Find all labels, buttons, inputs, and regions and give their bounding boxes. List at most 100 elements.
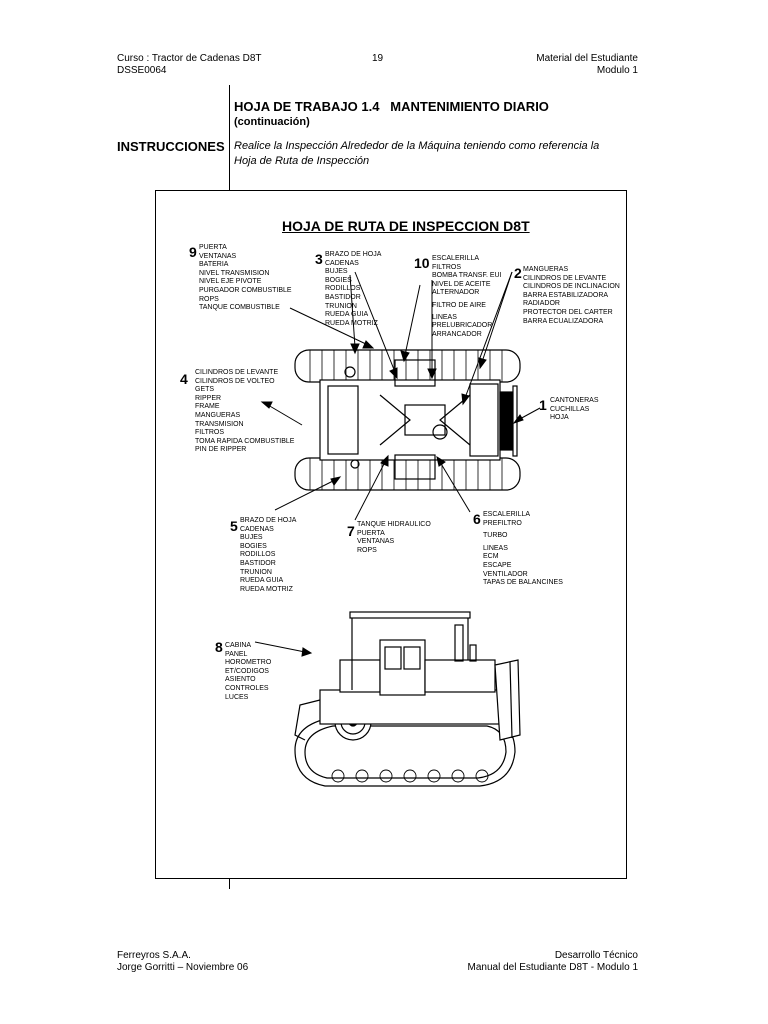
list-item: TANQUE HIDRAULICO [357, 521, 431, 528]
module-label: Modulo 1 [596, 65, 638, 76]
list-item: PURGADOR COMBUSTIBLE [199, 286, 292, 294]
list-item: RUEDA GUIA [325, 311, 369, 319]
list-item: RODILLOS [325, 285, 361, 293]
list-item: CANTONERAS [550, 397, 599, 404]
list-item: CADENAS [240, 525, 274, 533]
group-7-number: 7 [347, 523, 355, 539]
list-item: TURBO [483, 532, 508, 540]
instructions-label: INSTRUCCIONES [117, 139, 225, 154]
list-item: FRAME [195, 403, 220, 411]
list-item: RODILLOS [240, 551, 276, 559]
material-label: Material del Estudiante [536, 53, 638, 64]
list-item: ASIENTO [225, 676, 256, 684]
list-item: BARRA ECUALIZADORA [523, 317, 604, 325]
group-2-number: 2 [514, 265, 522, 281]
list-item: RUEDA GUIA [240, 577, 284, 585]
list-item: ECM [483, 553, 499, 561]
list-item: HOJA [550, 414, 569, 422]
list-item: ROPS [357, 546, 377, 554]
list-item: TAPAS DE BALANCINES [483, 579, 563, 587]
group-7-list: TANQUE HIDRAULICO PUERTA VENTANAS ROPS [357, 521, 431, 555]
list-item: MANGUERAS [523, 266, 569, 273]
list-item: CADENAS [325, 259, 359, 267]
list-item: NIVEL DE ACEITE [432, 280, 491, 288]
list-item: BRAZO DE HOJA [325, 251, 382, 258]
list-item: TRUNION [325, 302, 357, 310]
footer-manual: Manual del Estudiante D8T - Modulo 1 [467, 962, 638, 973]
group-10-list: ESCALERILLA FILTROS BOMBA TRANSF. EUI NI… [432, 255, 502, 339]
list-item: VENTANAS [357, 538, 395, 546]
group-2-list: MANGUERAS CILINDROS DE LEVANTE CILINDROS… [523, 266, 620, 326]
group-4-list: CILINDROS DE LEVANTE CILINDROS DE VOLTEO… [195, 369, 294, 455]
list-item: NIVEL EJE PIVOTE [199, 278, 262, 286]
group-8-number: 8 [215, 639, 223, 655]
list-item: BRAZO DE HOJA [240, 517, 297, 524]
list-item: ALTERNADOR [432, 289, 480, 297]
group-10-number: 10 [414, 255, 430, 271]
left-rule-bottom [229, 879, 230, 889]
list-item: VENTILADOR [483, 570, 528, 578]
worksheet-title: HOJA DE TRABAJO 1.4 MANTENIMIENTO DIARIO [234, 99, 549, 114]
instructions-line-1: Realice la Inspección Alrededor de la Má… [234, 140, 600, 152]
list-item: ESCAPE [483, 561, 512, 569]
group-8-list: CABINA PANEL HOROMETRO ET/CODIGOS ASIENT… [225, 642, 271, 702]
list-item: ESCALERILLA [483, 511, 531, 518]
list-item: CILINDROS DE LEVANTE [523, 274, 607, 282]
list-item: FILTROS [195, 429, 225, 437]
list-item: BOGIES [325, 276, 352, 284]
instructions-line-2: Hoja de Ruta de Inspección [234, 155, 370, 167]
list-item: TRANSMISION [195, 420, 244, 428]
course-code: DSSE0064 [117, 65, 167, 76]
group-9-list: PUERTA VENTANAS BATERIA NIVEL TRANSMISIO… [199, 244, 292, 313]
list-item: BARRA ESTABILIZADORA [523, 291, 609, 299]
list-item: ET/CODIGOS [225, 667, 269, 675]
group-6-number: 6 [473, 511, 481, 527]
group-3-list: BRAZO DE HOJA CADENAS BUJES BOGIES RODIL… [325, 251, 381, 328]
list-item: VENTANAS [199, 252, 237, 260]
list-item: LINEAS [432, 313, 457, 321]
list-item: PIN DE RIPPER [195, 446, 247, 454]
list-item: CONTROLES [225, 684, 269, 692]
list-item: BASTIDOR [325, 293, 361, 301]
group-5-list: BRAZO DE HOJA CADENAS BUJES BOGIES RODIL… [240, 517, 296, 594]
list-item: CILINDROS DE VOLTEO [195, 377, 275, 385]
group-5-number: 5 [230, 518, 238, 534]
list-item: CILINDROS DE LEVANTE [195, 369, 279, 376]
list-item: RADIADOR [523, 300, 560, 308]
course-title: Curso : Tractor de Cadenas D8T [117, 53, 262, 64]
list-item: CILINDROS DE INCLINACION [523, 283, 620, 291]
list-item: LINEAS [483, 544, 508, 552]
list-item: RIPPER [195, 394, 222, 402]
list-item: ESCALERILLA [432, 255, 480, 262]
list-item: PROTECTOR DEL CARTER [523, 308, 613, 316]
list-item: RUEDA MOTRIZ [240, 585, 293, 593]
list-item: PRELUBRICADOR [432, 322, 493, 330]
list-item: MANGUERAS [195, 411, 241, 419]
group-4-number: 4 [180, 371, 188, 387]
tractor-side-view [294, 611, 521, 787]
group-3-number: 3 [315, 251, 323, 267]
list-item: ARRANCADOR [432, 330, 482, 338]
footer-company: Ferreyros S.A.A. [117, 950, 191, 961]
list-item: BUJES [325, 268, 348, 276]
list-item: BATERIA [199, 261, 229, 269]
list-item: BASTIDOR [240, 559, 276, 567]
route-title: HOJA DE RUTA DE INSPECCION D8T [282, 218, 530, 234]
list-item: PREFILTRO [483, 519, 522, 527]
list-item: HOROMETRO [225, 659, 272, 667]
list-item: PUERTA [357, 529, 385, 537]
list-item: FILTRO DE AIRE [432, 301, 486, 309]
worksheet-subtitle: (continuación) [234, 116, 310, 128]
list-item: ROPS [199, 295, 219, 303]
list-item: CUCHILLAS [550, 405, 590, 413]
list-item: FILTROS [432, 263, 462, 271]
list-item: GETS [195, 386, 215, 394]
list-item: TANQUE COMBUSTIBLE [199, 304, 280, 312]
inspection-route-frame [155, 190, 627, 879]
list-item: TRUNION [240, 568, 272, 576]
page-number: 19 [372, 53, 384, 64]
tractor-top-view [294, 349, 521, 491]
list-item: NIVEL TRANSMISION [199, 269, 270, 277]
list-item: PANEL [225, 650, 248, 658]
list-item: BOMBA TRANSF. EUI [432, 272, 502, 280]
